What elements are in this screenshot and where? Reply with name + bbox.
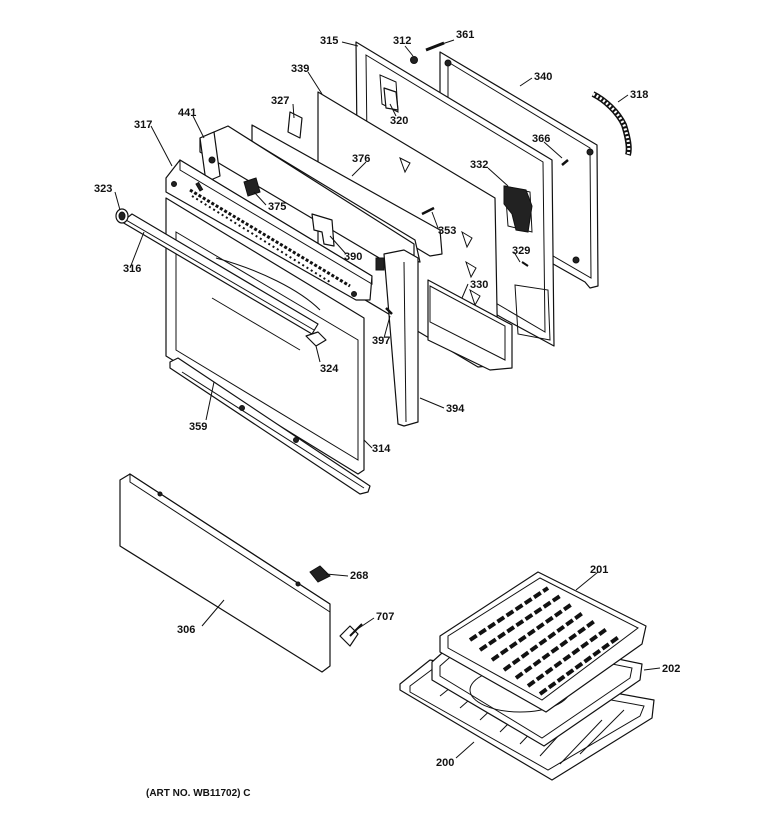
side-trim-394 [375,249,419,427]
clip-268 [309,565,331,583]
callout-327: 327 [271,95,289,107]
callout-707: 707 [376,611,394,623]
callout-323: 323 [94,183,112,195]
lower-panel-330 [427,279,513,371]
callout-329: 329 [512,245,530,257]
callout-202: 202 [662,663,680,675]
callout-376: 376 [352,153,370,165]
callout-317: 317 [134,119,152,131]
shield-327 [287,111,303,139]
callout-314: 314 [372,443,391,455]
callout-390: 390 [344,251,362,263]
screw-361 [425,41,445,52]
art-number-caption: (ART NO. WB11702) C [146,788,250,799]
clip-375 [243,177,261,197]
screw-366 [561,159,569,166]
callout-316: 316 [123,263,141,275]
callout-labels: 315 312 361 339 340 318 327 320 441 317 … [94,29,680,769]
callout-366: 366 [532,133,550,145]
callout-268: 268 [350,570,368,582]
leader-lines [114,39,661,759]
hinge-320 [383,87,399,111]
callout-320: 320 [390,115,408,127]
hinge-332 [503,185,533,233]
screw-353 [421,206,435,216]
vent-trim-317 [165,159,373,301]
callout-353: 353 [438,225,456,237]
door-handle-316 [121,213,319,335]
broiler-grid-201 [439,571,647,713]
drawer-panel-306 [119,473,331,673]
callout-200: 200 [436,757,454,769]
callout-312: 312 [393,35,411,47]
callout-375: 375 [268,201,286,213]
bracket-390 [311,213,335,247]
callout-332: 332 [470,159,488,171]
grid-slots [468,586,622,696]
callout-324: 324 [320,363,339,375]
callout-330: 330 [470,279,488,291]
callout-201: 201 [590,564,608,576]
callout-394: 394 [446,403,465,415]
bracket-329 [521,261,529,267]
screw-707 [339,623,363,647]
end-cap-324 [305,331,327,347]
callout-441: 441 [178,107,196,119]
callout-315: 315 [320,35,338,47]
end-cap-323 [115,208,129,224]
screw-397 [385,307,393,315]
callout-318: 318 [630,89,648,101]
callout-340: 340 [534,71,552,83]
callout-397: 397 [372,335,390,347]
callout-339: 339 [291,63,309,75]
callout-359: 359 [189,421,207,433]
callout-361: 361 [456,29,474,41]
screw-312 [410,56,418,64]
vent-slots [189,181,351,288]
gasket-318 [591,91,632,156]
callout-306: 306 [177,624,195,636]
